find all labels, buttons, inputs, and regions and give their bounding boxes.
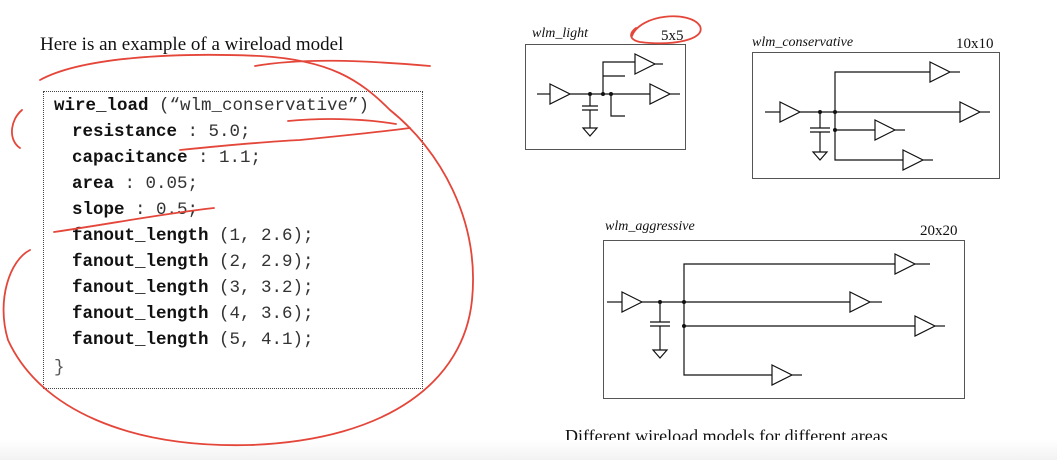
code-value: (3, 3.2); xyxy=(208,278,314,298)
code-line: area : 0.05; xyxy=(72,174,198,194)
underline-annotation-resistance xyxy=(179,127,411,151)
underline-annotation-slope xyxy=(53,207,215,233)
underline-annotation xyxy=(254,59,431,67)
code-keyword: slope xyxy=(72,200,125,220)
circle-annotation-5x5 xyxy=(630,15,702,45)
code-keyword: fanout_length xyxy=(72,304,209,324)
code-keyword: area xyxy=(72,174,115,194)
code-value: (2, 2.9); xyxy=(208,252,314,272)
code-keyword: fanout_length xyxy=(72,330,209,350)
code-keyword: wire_load xyxy=(54,96,149,116)
diagram-size-aggressive: 20x20 xyxy=(920,223,958,239)
code-value: (1, 2.6); xyxy=(208,226,314,246)
code-value: (“wlm_conservative”) xyxy=(148,96,370,116)
code-value: (4, 3.6); xyxy=(208,304,314,324)
code-line: fanout_length (2, 2.9); xyxy=(72,252,314,272)
diagram-size-conservative: 10x10 xyxy=(956,36,994,52)
code-keyword: fanout_length xyxy=(72,252,209,272)
diagram-label-aggressive: wlm_aggressive xyxy=(605,219,695,234)
code-closing-brace: } xyxy=(54,358,65,378)
circuit-box-light xyxy=(525,44,686,150)
circle-annotation-code xyxy=(2,53,474,447)
code-keyword: resistance xyxy=(72,122,178,142)
circuit-box-conservative xyxy=(752,52,1000,179)
code-value: : 0.05; xyxy=(114,174,199,194)
code-value: : 5.0; xyxy=(177,122,251,142)
code-value: : 1.1; xyxy=(187,148,262,168)
code-keyword: fanout_length xyxy=(72,226,209,246)
code-keyword: capacitance xyxy=(72,148,188,168)
code-keyword: fanout_length xyxy=(72,278,209,298)
code-line: fanout_length (5, 4.1); xyxy=(72,330,314,350)
diagram-label-conservative: wlm_conservative xyxy=(752,35,854,50)
diagram-label-light: wlm_light xyxy=(532,26,589,41)
code-line: fanout_length (3, 3.2); xyxy=(72,278,314,298)
code-header: wire_load (“wlm_conservative”) xyxy=(54,96,369,116)
code-block: wire_load (“wlm_conservative”) resistanc… xyxy=(43,91,423,389)
diagram-size-light: 5x5 xyxy=(661,28,684,44)
circuit-box-aggressive xyxy=(603,240,965,399)
code-value: (5, 4.1); xyxy=(208,330,314,350)
code-line: fanout_length (1, 2.6); xyxy=(72,226,314,246)
arc-annotation-left xyxy=(11,109,23,149)
slide-heading: Here is an example of a wireload model xyxy=(40,34,344,55)
code-line: fanout_length (4, 3.6); xyxy=(72,304,314,324)
underline-annotation-header xyxy=(287,118,397,125)
code-line: capacitance : 1.1; xyxy=(72,148,261,168)
code-line: resistance : 5.0; xyxy=(72,122,251,142)
